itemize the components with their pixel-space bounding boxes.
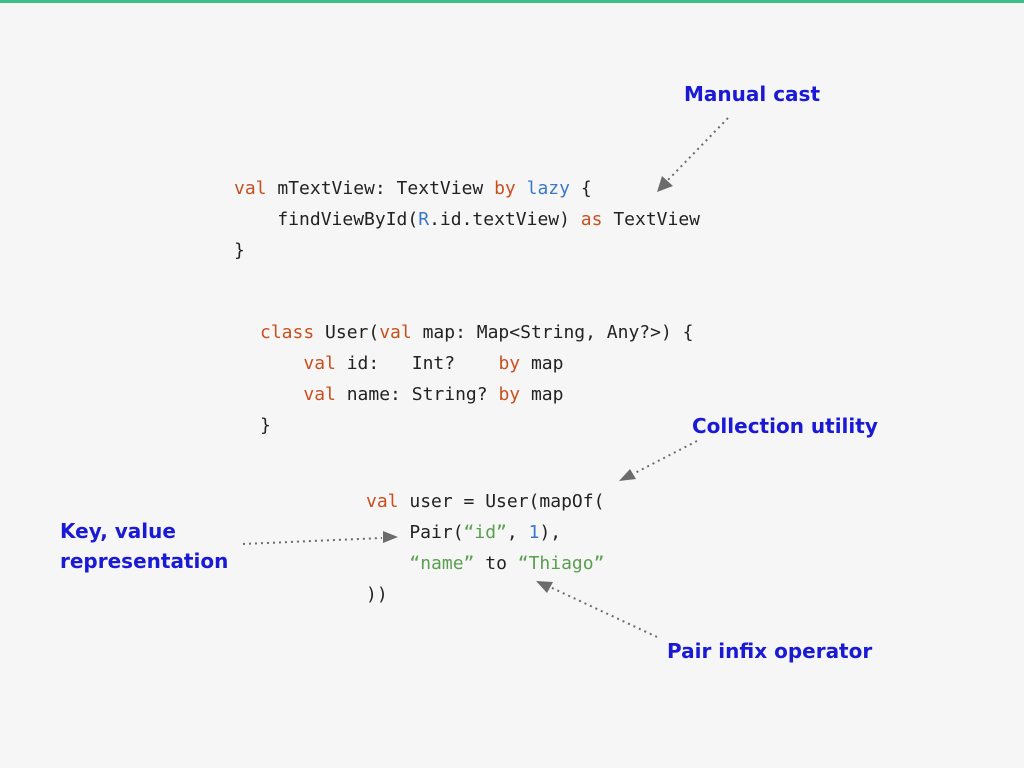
code-block-user-instance: val user = User(mapOf( Pair(“id”, 1), “n…: [366, 486, 604, 610]
top-accent-rule: [0, 0, 1024, 3]
code-line: Pair(“id”, 1),: [366, 522, 562, 543]
code-line: }: [234, 240, 245, 261]
code-line: }: [260, 415, 271, 436]
annotation-key-value-representation: Key, value representation: [60, 516, 228, 576]
code-block-lazy-textview: val mTextView: TextView by lazy { findVi…: [234, 173, 700, 266]
code-line: findViewById(R.id.textView) as TextView: [234, 209, 701, 230]
annotation-pair-infix-operator: Pair infix operator: [667, 639, 873, 663]
code-line: val id: Int? by map: [303, 353, 564, 374]
code-line: “name” to “Thiago”: [409, 553, 605, 574]
arrowhead-collection-utility: [619, 469, 636, 481]
code-block-user-class: class User(val map: Map<String, Any?>) {…: [260, 317, 694, 441]
arrow-manual-cast: [667, 117, 729, 181]
code-line: class User(val map: Map<String, Any?>) {: [260, 322, 694, 343]
code-line: val user = User(mapOf(: [366, 491, 605, 512]
annotation-manual-cast: Manual cast: [684, 82, 821, 106]
annotation-line: Key, value: [60, 519, 176, 543]
arrow-collection-utility: [632, 440, 698, 475]
arrow-key-value: [242, 537, 383, 545]
code-line: val mTextView: TextView by lazy {: [234, 178, 592, 199]
annotation-collection-utility: Collection utility: [692, 414, 878, 438]
annotation-line: representation: [60, 549, 229, 573]
code-line: )): [366, 584, 388, 605]
code-line: val name: String? by map: [303, 384, 564, 405]
